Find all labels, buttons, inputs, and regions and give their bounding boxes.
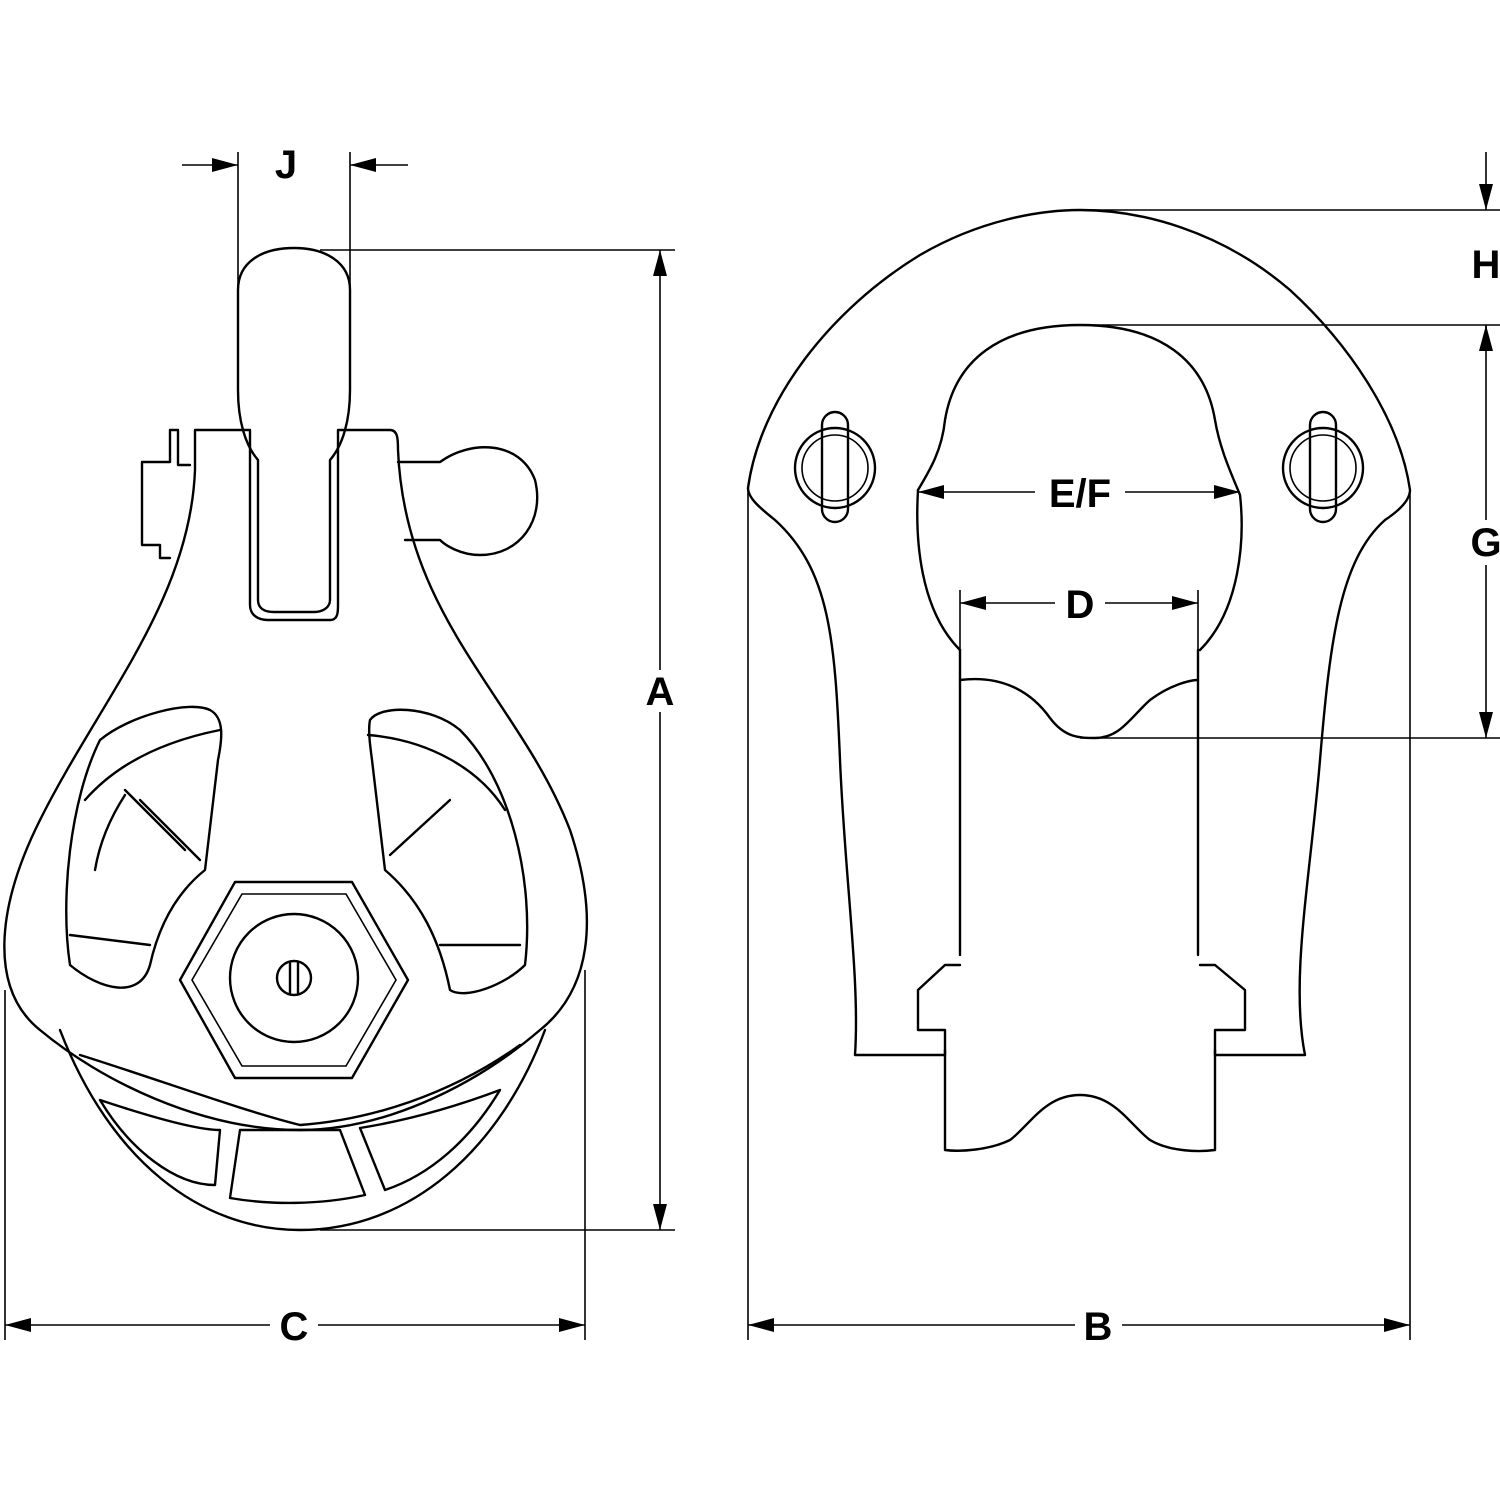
dim-label-B: B [1084,1305,1113,1349]
dim-label-EF: E/F [1049,472,1111,516]
outer-arch [746,208,1412,1057]
front-view [746,208,1412,1153]
dim-label-C: C [280,1305,309,1349]
left-pin-ring [793,426,877,510]
dim-label-H: H [1472,243,1500,287]
dim-label-G: G [1470,521,1500,565]
dim-label-D: D [1066,583,1095,627]
cheek-plate [3,428,589,1132]
dim-label-J: J [275,143,297,187]
right-pin-ring [1281,426,1365,510]
swivel-eye [236,246,352,614]
sheave-rim [58,1028,547,1232]
screw-head [275,959,313,997]
hex-nut [178,880,410,1080]
left-pin [820,410,850,524]
right-pin [1308,410,1338,524]
sheave-front [958,677,1200,740]
axle-boss [228,912,360,1044]
side-view [3,246,589,1232]
inner-arch [916,323,1243,652]
dimensions: J A C B H G E/F D [4,143,1500,1349]
dim-label-A: A [646,670,675,714]
